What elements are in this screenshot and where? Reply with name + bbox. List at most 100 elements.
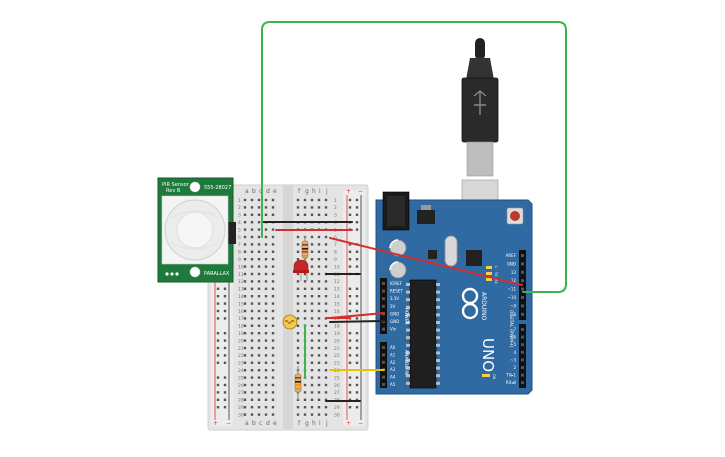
breadboard-hole[interactable]	[296, 280, 300, 283]
breadboard-hole[interactable]	[264, 339, 268, 342]
rail-hole[interactable]	[223, 346, 227, 350]
breadboard-hole[interactable]	[271, 198, 275, 202]
breadboard-hole[interactable]	[250, 309, 254, 313]
rail-hole[interactable]	[355, 354, 359, 357]
breadboard-hole[interactable]	[271, 391, 275, 394]
pir-sensor[interactable]: PIR Sensor Rev B 555-28027 PARALLAX	[157, 177, 236, 283]
rail-hole[interactable]	[355, 346, 359, 350]
rail-hole[interactable]	[348, 287, 352, 290]
breadboard-hole[interactable]	[271, 213, 275, 216]
breadboard-hole[interactable]	[250, 413, 254, 416]
breadboard-hole[interactable]	[317, 317, 321, 320]
breadboard-hole[interactable]	[296, 354, 300, 357]
breadboard-hole[interactable]	[250, 287, 254, 290]
breadboard-hole[interactable]	[257, 287, 261, 290]
breadboard-hole[interactable]	[271, 287, 275, 290]
breadboard-hole[interactable]	[317, 280, 321, 283]
rail-hole[interactable]	[355, 383, 359, 387]
breadboard-hole[interactable]	[317, 332, 321, 335]
breadboard-hole[interactable]	[317, 265, 321, 268]
breadboard-hole[interactable]	[257, 339, 261, 342]
breadboard-hole[interactable]	[243, 398, 247, 401]
breadboard-hole[interactable]	[264, 383, 268, 387]
rail-hole[interactable]	[216, 346, 220, 350]
breadboard-hole[interactable]	[243, 213, 247, 216]
breadboard-hole[interactable]	[250, 339, 254, 342]
rail-hole[interactable]	[348, 213, 352, 216]
breadboard-hole[interactable]	[250, 295, 254, 298]
breadboard-hole[interactable]	[303, 398, 307, 401]
breadboard-hole[interactable]	[324, 406, 328, 409]
breadboard-hole[interactable]	[257, 317, 261, 320]
breadboard-hole[interactable]	[296, 272, 300, 276]
rail-hole[interactable]	[355, 228, 359, 231]
rail-hole[interactable]	[216, 317, 220, 320]
breadboard-hole[interactable]	[310, 324, 314, 327]
rail-hole[interactable]	[216, 391, 220, 394]
breadboard-hole[interactable]	[324, 339, 328, 342]
breadboard-hole[interactable]	[317, 250, 321, 253]
wire-black-gnd[interactable]	[329, 320, 385, 323]
breadboard-hole[interactable]	[310, 198, 314, 202]
breadboard-hole[interactable]	[324, 280, 328, 283]
header-pin[interactable]	[382, 304, 385, 308]
breadboard-hole[interactable]	[257, 413, 261, 416]
rail-hole[interactable]	[223, 406, 227, 409]
breadboard-hole[interactable]	[310, 339, 314, 342]
rail-hole[interactable]	[355, 309, 359, 313]
rail-hole[interactable]	[216, 295, 220, 298]
rail-hole[interactable]	[223, 398, 227, 401]
header-pin[interactable]	[521, 279, 524, 283]
header-pin[interactable]	[521, 343, 524, 347]
breadboard-hole[interactable]	[250, 369, 254, 372]
breadboard-hole[interactable]	[310, 265, 314, 268]
rail-hole[interactable]	[355, 213, 359, 216]
breadboard-hole[interactable]	[264, 398, 268, 401]
breadboard-hole[interactable]	[257, 228, 261, 231]
rail-hole[interactable]	[355, 406, 359, 409]
rail-hole[interactable]	[355, 332, 359, 335]
breadboard-hole[interactable]	[317, 213, 321, 216]
header-pin[interactable]	[521, 366, 524, 369]
breadboard-hole[interactable]	[250, 243, 254, 246]
breadboard-hole[interactable]	[271, 309, 275, 313]
breadboard-hole[interactable]	[324, 309, 328, 313]
breadboard-hole[interactable]	[243, 221, 247, 224]
rail-hole[interactable]	[348, 346, 352, 350]
breadboard-hole[interactable]	[317, 295, 321, 298]
breadboard-hole[interactable]	[317, 346, 321, 350]
breadboard-hole[interactable]	[257, 309, 261, 313]
breadboard-hole[interactable]	[310, 406, 314, 409]
breadboard-hole[interactable]	[250, 398, 254, 401]
breadboard-hole[interactable]	[257, 265, 261, 268]
breadboard-hole[interactable]	[310, 213, 314, 216]
digital-header-bottom[interactable]	[519, 324, 526, 388]
header-pin[interactable]	[382, 289, 385, 293]
breadboard-hole[interactable]	[243, 406, 247, 409]
breadboard-hole[interactable]	[303, 317, 307, 320]
breadboard-hole[interactable]	[324, 354, 328, 357]
breadboard-hole[interactable]	[324, 369, 328, 372]
breadboard-hole[interactable]	[324, 332, 328, 335]
breadboard-hole[interactable]	[303, 287, 307, 290]
breadboard-hole[interactable]	[271, 265, 275, 268]
breadboard-hole[interactable]	[303, 406, 307, 409]
led-red[interactable]	[293, 259, 309, 281]
breadboard-hole[interactable]	[264, 228, 268, 231]
breadboard-hole[interactable]	[317, 369, 321, 372]
breadboard-hole[interactable]	[264, 235, 268, 239]
rail-hole[interactable]	[348, 383, 352, 387]
rail-hole[interactable]	[348, 309, 352, 313]
breadboard-hole[interactable]	[324, 213, 328, 216]
rail-hole[interactable]	[223, 361, 227, 364]
breadboard-hole[interactable]	[324, 295, 328, 298]
breadboard-hole[interactable]	[243, 258, 247, 261]
breadboard-hole[interactable]	[257, 258, 261, 261]
breadboard-hole[interactable]	[324, 346, 328, 350]
header-pin[interactable]	[521, 287, 524, 291]
breadboard-hole[interactable]	[303, 272, 307, 276]
breadboard-hole[interactable]	[296, 309, 300, 313]
rail-hole[interactable]	[223, 332, 227, 335]
breadboard-hole[interactable]	[243, 346, 247, 350]
header-pin[interactable]	[521, 381, 524, 385]
